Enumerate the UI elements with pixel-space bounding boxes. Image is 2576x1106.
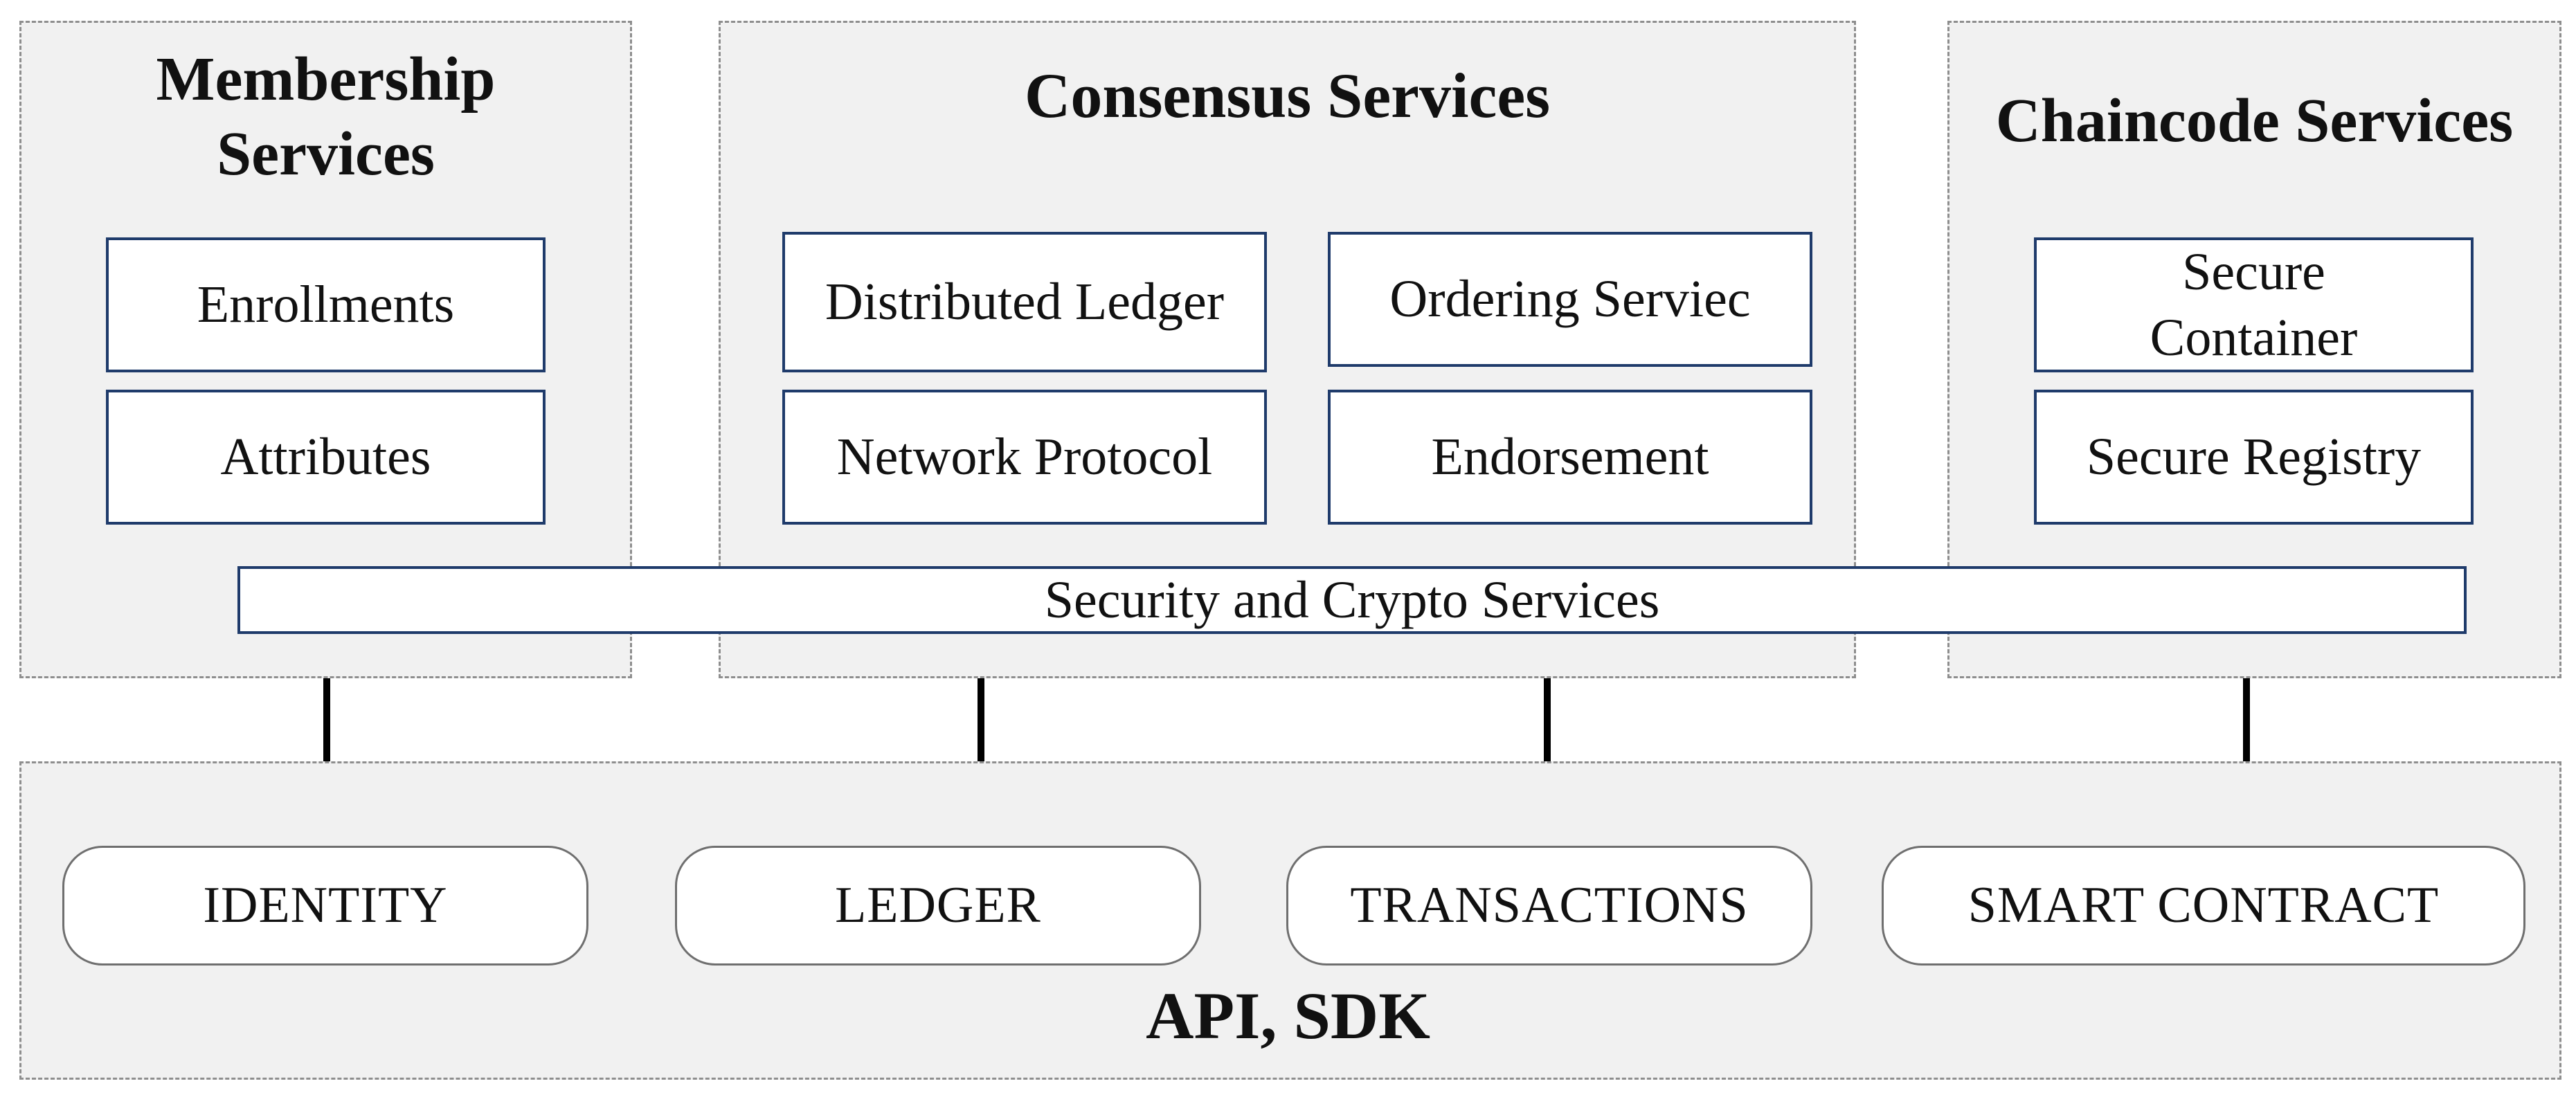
enrollments-box: Enrollments: [106, 237, 546, 372]
ledger-pill: LEDGER: [675, 846, 1201, 966]
ordering-service-box: Ordering Serviec: [1328, 232, 1812, 367]
secure-container-box: Secure Container: [2034, 237, 2474, 372]
endorsement-box: Endorsement: [1328, 390, 1812, 525]
membership-services-title: Membership Services: [156, 45, 496, 188]
smart-contract-pill: SMART CONTRACT: [1882, 846, 2525, 966]
consensus-services-title: Consensus Services: [1024, 60, 1551, 131]
api-sdk-title: API, SDK: [1146, 979, 1430, 1053]
identity-pill: IDENTITY: [62, 846, 588, 966]
secure-registry-box: Secure Registry: [2034, 390, 2474, 525]
security-crypto-services-bar: Security and Crypto Services: [237, 566, 2467, 634]
chaincode-services-title: Chaincode Services: [1995, 87, 2514, 155]
attributes-box: Attributes: [106, 390, 546, 525]
network-protocol-box: Network Protocol: [782, 390, 1267, 525]
distributed-ledger-box: Distributed Ledger: [782, 232, 1267, 372]
transactions-pill: TRANSACTIONS: [1286, 846, 1812, 966]
